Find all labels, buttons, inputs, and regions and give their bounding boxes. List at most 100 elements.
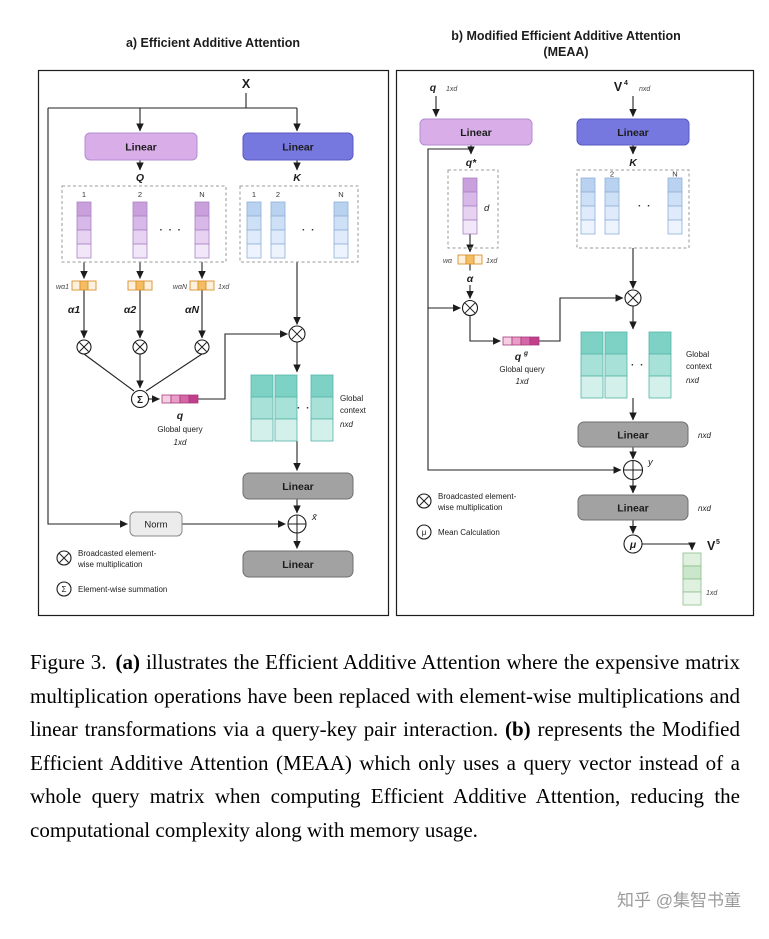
global-query-dim: 1xd <box>516 377 529 386</box>
caption-part-a-text: illustrates the Efficient Additive Atten… <box>30 650 740 741</box>
global-context-column <box>604 331 628 399</box>
global-query-symbol: q <box>177 410 184 422</box>
v-input-superscript: 4 <box>624 80 628 87</box>
sum-node-icon: Σ <box>130 389 150 409</box>
k-matrix-dashed-box <box>576 169 690 249</box>
linear-label: Linear <box>125 142 157 154</box>
w-alpha1-label: wα1 <box>56 284 69 291</box>
v-input-dim: nxd <box>639 86 651 93</box>
linear-out-dim: nxd <box>698 504 711 513</box>
linear-box-out-b: Linear <box>577 494 689 521</box>
legend-multiply-icon <box>56 550 72 566</box>
q-matrix-label: Q <box>136 172 144 184</box>
k-col-index: 2 <box>610 170 614 179</box>
panel-b-border <box>395 69 755 617</box>
weight-vector <box>127 280 153 291</box>
q-matrix-dashed-box <box>61 185 227 263</box>
xbar-label: x̄ <box>311 512 318 523</box>
legend-multiply-text: wise multiplication <box>437 503 502 512</box>
global-query-superscript: g <box>523 350 528 357</box>
panel-b-title: b) Modified Efficient Additive Attention <box>451 29 681 43</box>
add-node-icon <box>287 514 307 534</box>
multiply-node-icon <box>132 339 148 355</box>
legend-multiply-icon <box>416 493 432 509</box>
global-context-column <box>580 331 604 399</box>
legend-multiply-text: Broadcasted element- <box>78 549 157 558</box>
mu-symbol: μ <box>629 539 637 551</box>
legend-multiply-text: wise multiplication <box>77 560 142 569</box>
legend-multiply-text: Broadcasted element- <box>438 492 517 501</box>
k-col-index: N <box>338 190 343 199</box>
multiply-node-icon <box>288 325 306 343</box>
weight-dim-label: 1xd <box>486 258 498 265</box>
watermark: 知乎 @集智书童 <box>617 891 741 910</box>
legend-mean-text: Mean Calculation <box>438 528 500 537</box>
legend-sum-text: Element-wise summation <box>78 585 167 594</box>
v-output-dim: 1xd <box>706 590 718 597</box>
k-col-index: N <box>672 170 677 179</box>
panel-b-title: (MEAA) <box>543 45 588 59</box>
linear-label: Linear <box>617 503 649 515</box>
q-input-label: q <box>430 82 437 94</box>
panel-b-connectors <box>427 96 696 551</box>
linear-box-mid-a: Linear <box>242 472 354 500</box>
linear-box-query-a: Linear <box>84 132 198 161</box>
q-col-index: 1 <box>82 190 86 199</box>
weight-vector <box>71 280 97 291</box>
figure-caption: Figure 3. (a) illustrates the Efficient A… <box>30 646 740 847</box>
global-context-dim: nxd <box>340 420 353 429</box>
panel-a-title: a) Efficient Additive Attention <box>126 36 300 50</box>
k-matrix-dashed-box <box>239 185 359 263</box>
global-context-column <box>648 331 672 399</box>
key-matrix-column <box>270 201 286 259</box>
global-context-label: Global <box>340 394 363 403</box>
linear-box-query-b: Linear <box>419 118 533 146</box>
key-matrix-column <box>580 177 596 235</box>
d-dim-label: d <box>484 203 490 214</box>
linear-label: Linear <box>282 142 314 154</box>
linear-label: Linear <box>282 559 314 571</box>
multiply-node-icon <box>624 289 642 307</box>
linear-mid-dim: nxd <box>698 431 711 440</box>
global-context-column <box>274 374 298 442</box>
norm-box: Norm <box>129 511 183 537</box>
linear-box-mid-b: Linear <box>577 421 689 448</box>
v-output-superscript: 5 <box>716 539 720 546</box>
global-query-dim: 1xd <box>174 438 187 447</box>
query-matrix-column <box>194 201 210 259</box>
key-matrix-column <box>333 201 349 259</box>
global-query-vector <box>502 336 540 346</box>
alpha-label: α <box>467 273 474 285</box>
global-context-label: context <box>340 406 367 415</box>
global-context-column <box>310 374 334 442</box>
linear-box-key-a: Linear <box>242 132 354 161</box>
linear-label: Linear <box>617 127 649 139</box>
q-col-index: N <box>199 190 204 199</box>
global-context-dim: nxd <box>686 376 699 385</box>
multiply-node-icon <box>461 299 479 317</box>
add-node-icon <box>622 459 644 481</box>
linear-box-out-a: Linear <box>242 550 354 578</box>
legend-sum-icon: Σ <box>56 581 72 597</box>
alphaN-label: αN <box>185 304 200 316</box>
global-context-column <box>250 374 274 442</box>
key-matrix-column <box>246 201 262 259</box>
input-x-label: X <box>242 77 251 91</box>
v-output-label: V <box>707 539 716 553</box>
v-input-label: V <box>614 80 623 94</box>
k-matrix-label: K <box>629 157 638 169</box>
sigma-symbol: Σ <box>62 585 67 594</box>
ellipsis: · · <box>631 360 645 371</box>
key-matrix-column <box>667 177 683 235</box>
query-vector-column <box>462 177 478 235</box>
k-col-index: 1 <box>252 190 256 199</box>
caption-part-b-text: represents the Modified Efficient Additi… <box>30 717 740 842</box>
caption-prefix: Figure 3. <box>30 650 107 674</box>
ellipsis: · · · <box>159 225 182 236</box>
global-context-label: Global <box>686 350 709 359</box>
caption-part-a-marker: (a) <box>115 650 141 674</box>
norm-label: Norm <box>144 520 167 531</box>
q-input-dim: 1xd <box>446 86 458 93</box>
k-col-index: 2 <box>276 190 280 199</box>
